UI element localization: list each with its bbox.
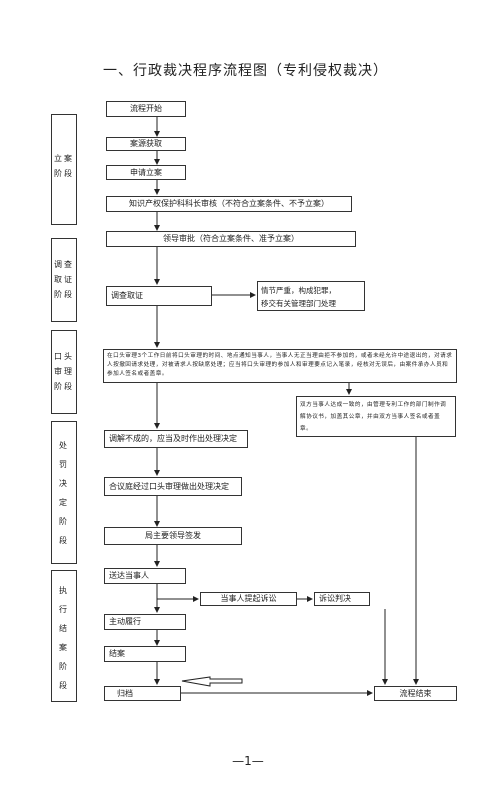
- perform-box: 主动履行: [104, 614, 186, 630]
- stage-label-line: 取证: [54, 275, 74, 284]
- stage-hearing: 口头 审理 阶段: [51, 330, 77, 414]
- stage-execution: 执 行 结 案 阶 段: [51, 570, 77, 702]
- mediation-failed-box: 调解不成的，应当及时作出处理决定: [104, 430, 248, 448]
- archive-box: 归档: [104, 686, 181, 701]
- stage-label-line: 定: [59, 498, 69, 507]
- investigate-box: 调查取证: [106, 286, 212, 306]
- stage-label-line: 处: [59, 441, 69, 450]
- deliver-box: 送达当事人: [104, 568, 186, 584]
- stage-label-line: 执: [59, 586, 69, 595]
- leader-sign-box: 局主要领导签发: [104, 527, 242, 545]
- stage-label-line: 调查: [54, 260, 74, 269]
- close-case-box: 结案: [104, 646, 186, 662]
- note-line: 移交有关管理部门处理: [261, 299, 336, 308]
- stage-decision: 处 罚 决 定 阶 段: [51, 421, 77, 564]
- stage-label-line: 阶段: [54, 290, 74, 299]
- apply-box: 申请立案: [106, 165, 186, 180]
- lawsuit-box: 当事人提起诉讼: [200, 592, 297, 606]
- settlement-box: 双方当事人达成一致的，由管理专利工作的部门制作调解协议书，加盖其公章，并由双方当…: [296, 396, 456, 437]
- stage-label-line: 立案: [54, 154, 74, 163]
- stage-label-line: 阶段: [54, 169, 74, 178]
- criminal-transfer-note: 情节严重，构成犯罪， 移交有关管理部门处理: [257, 281, 365, 311]
- page-number: —1—: [232, 754, 264, 768]
- stage-label-line: 行: [59, 605, 69, 614]
- stage-label-line: 罚: [59, 460, 69, 469]
- flow-end-box: 流程结束: [374, 686, 457, 701]
- approve-box: 领导审批（符合立案条件、准予立案）: [106, 231, 356, 247]
- stage-label-line: 案: [59, 643, 69, 652]
- stage-label-line: 段: [59, 681, 69, 690]
- stage-label-line: 阶段: [54, 382, 74, 391]
- review-box: 知识产权保护科科长审核（不符合立案条件、不予立案）: [106, 196, 352, 212]
- page-title: 一、行政裁决程序流程图（专利侵权裁决）: [103, 63, 388, 79]
- stage-filing: 立案 阶段: [51, 114, 77, 225]
- start-box: 流程开始: [106, 101, 186, 117]
- stage-label-line: 审理: [54, 367, 74, 376]
- stage-label-line: 口头: [54, 352, 74, 361]
- court-judgment-box: 诉讼判决: [314, 592, 370, 606]
- stage-investigation: 调查 取证 阶段: [51, 238, 77, 322]
- stage-label-line: 段: [59, 536, 69, 545]
- collegial-decision-box: 合议庭经过口头审理做出处理决定: [104, 477, 242, 496]
- stage-label-line: 阶: [59, 662, 69, 671]
- note-line: 情节严重，构成犯罪，: [261, 286, 336, 295]
- hearing-box: 在口头审理3个工作日前将口头审理的时间、地点通知当事人，当事人无正当理由拒不参加…: [103, 349, 457, 383]
- stage-label-line: 阶: [59, 517, 69, 526]
- stage-label-line: 结: [59, 624, 69, 633]
- source-box: 案源获取: [106, 137, 186, 151]
- stage-label-line: 决: [59, 479, 69, 488]
